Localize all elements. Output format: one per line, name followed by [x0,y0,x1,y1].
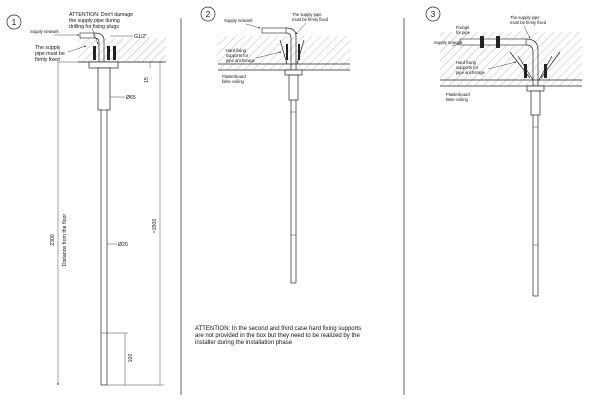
panel-3-fixings-line-2: for pipe [456,30,471,35]
panel-3-plasterboard-line-2: false ceiling [446,97,469,102]
panel-2-hard-fixing-line-2: supports for [226,53,249,58]
dimension-d65: Ø65 [126,95,136,101]
panel-3-fixings-line-1: Fixings [456,25,469,30]
thread-label: G1/2" [134,34,147,40]
panel-3-fixing-1 [480,36,484,48]
panel-3-supply-network: Supply network [434,40,464,45]
panel-2: 2 Supply network The supply pipe must be… [200,6,350,284]
ceiling-flange [88,61,119,69]
fixing-plug-left [93,46,96,60]
panel-2-ceiling-slab [218,36,350,64]
attention-note-line-2: are not provided in the box but they nee… [195,333,360,339]
panel-2-hard-fixing-line-3: pipe anchorage [226,58,256,63]
panel-2-supply-network: Supply network [224,18,254,23]
panel-1-attention-line-1: ATTENTION: Don't damage [69,12,133,18]
panel-2-hard-fixing-line-1: Hard fixing [226,48,247,53]
panel-1: 1 2300 Distance from the floor ≈1500 [6,12,166,386]
panel-3-hard-fixing-line-1: Hard fixing [456,60,477,65]
attention-note: ATTENTION: In the second and third case … [195,326,361,346]
floor-distance-label: Distance from the floor [62,214,68,266]
panel-3-hard-supports [509,51,561,81]
supply-pipe-bend [93,32,105,62]
attention-note-line-1: ATTENTION: In the second and third case … [195,326,361,332]
panel-1-pipe-fixed-line-3: firmly fixed [35,57,60,63]
dimension-2300: 2300 [50,234,56,246]
panel-1-supply-network: Supply network [30,29,60,34]
panel-2-pipe-fixed-line-2: must be firmly fixed [292,17,329,22]
panel-2-pipe-fixed-line-1: The supply pipe [292,12,322,17]
supply-pipe-horizontal [79,32,95,39]
panel-3-plasterboard-line-1: Plasterboard [446,92,470,97]
panel-1-pipe-fixed-line-1: The supply [35,45,61,51]
dimension-d20: Ø20 [118,242,128,248]
panel-3-hard-fixing-line-3: pipe anchorage [456,70,486,75]
panel-2-number: 2 [206,10,211,19]
panel-3-pipe-fixed-line-2: must be firmly fixed [510,20,547,25]
panel-1-pipe-fixed-line-2: pipe must be [35,51,65,57]
flange-sleeve [97,67,111,111]
panel-2-false-ceiling [218,64,350,70]
dimension-15: 15 [144,77,150,83]
dimension-100: 100 [128,354,134,363]
panel-2-supply-pipe [261,27,287,34]
panel-3-hard-fixing-line-2: supports for [456,65,479,70]
ceiling-slab [78,38,166,62]
dimension-1500: ≈1500 [152,219,158,234]
panel-1-number: 1 [12,18,17,27]
panel-3-number-circle [425,6,441,22]
attention-note-line-3: installer during the installation phase [195,340,293,346]
panel-3: 3 Fixings for pipe The supply pipe must … [425,6,582,297]
panel-2-number-circle [200,6,216,22]
panel-1-number-circle [6,14,22,30]
panel-3-supply-pipe [459,38,527,46]
panel-2-plasterboard-line-2: false ceiling [222,79,245,84]
panel-2-plasterboard-line-1: Plasterboard [222,74,246,79]
panel-3-fixing-2 [496,36,500,48]
panel-3-pipe-fixed-line-1: The supply pipe [510,15,540,20]
panel-3-false-ceiling [440,80,582,86]
panel-1-attention-line-2: the supply pipe during [69,18,120,24]
fixing-plug-right [107,46,110,60]
panel-3-number: 3 [431,10,436,19]
panel-1-attention-line-3: drilling for fixing plugs [69,24,119,30]
